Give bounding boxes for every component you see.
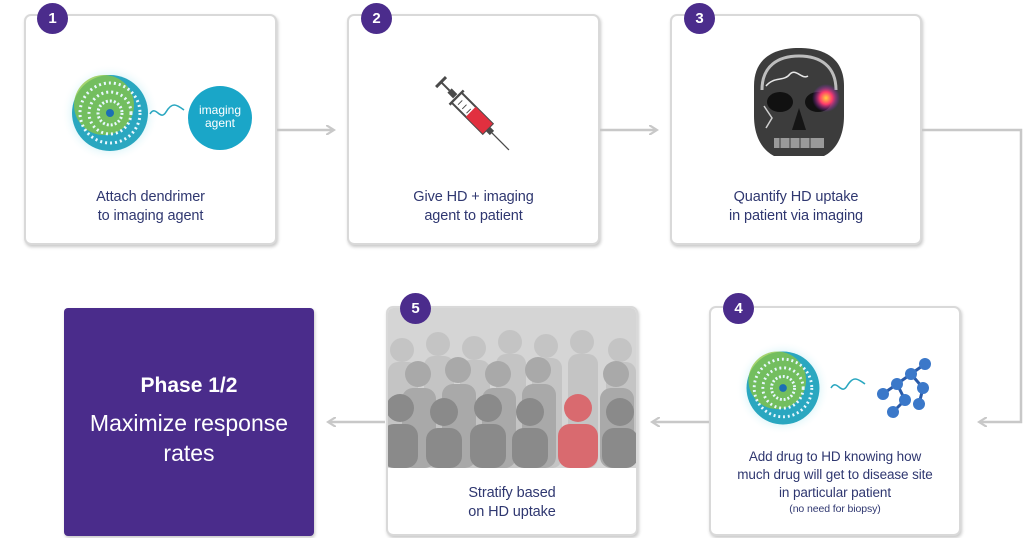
phase-subtitle-line: Maximize response <box>89 410 289 436</box>
phase-subtitle: Maximize response rates <box>64 408 314 468</box>
caption-line: much drug will get to disease site <box>737 467 933 482</box>
step-3-badge: 3 <box>684 3 715 34</box>
dendrimer-icon <box>61 64 159 162</box>
phase-subtitle-line: rates <box>163 440 215 466</box>
linker-squiggle <box>149 104 185 116</box>
imaging-agent-label-line: imaging <box>198 103 242 117</box>
step-5-badge: 5 <box>400 293 431 324</box>
caption-line: Attach dendrimer <box>96 189 205 205</box>
step-1-caption: Attach dendrimer to imaging agent <box>26 188 275 226</box>
step-2-card: Give HD + imaging agent to patient <box>347 14 600 245</box>
step-3-card: Quantify HD uptake in patient via imagin… <box>670 14 922 245</box>
step-1-badge: 1 <box>37 3 68 34</box>
phase-box: Phase 1/2 Maximize response rates <box>64 308 314 536</box>
step-4-card: Add drug to HD knowing how much drug wil… <box>709 306 961 536</box>
phase-title: Phase 1/2 <box>140 374 238 397</box>
crowd-image <box>388 308 636 468</box>
step-4-caption: Add drug to HD knowing how much drug wil… <box>711 448 959 516</box>
step-1-card: imaging agent Attach dendrimer to imagin… <box>24 14 277 245</box>
dendrimer-icon <box>735 340 831 436</box>
caption-line: Give HD + imaging <box>413 189 534 205</box>
caption-line: Add drug to HD knowing how <box>748 449 922 464</box>
step-2-caption: Give HD + imaging agent to patient <box>349 188 598 226</box>
caption-line: in patient via imaging <box>728 208 864 224</box>
caption-line: agent to patient <box>424 208 523 224</box>
step-5-card: Stratify based on HD uptake <box>386 306 638 536</box>
caption-note: (no need for biopsy) <box>789 503 881 515</box>
caption-line: to imaging agent <box>97 208 204 224</box>
imaging-agent-label-line: agent <box>204 116 236 130</box>
linker-squiggle <box>830 378 866 390</box>
step-5-caption: Stratify based on HD uptake <box>388 484 636 522</box>
caption-line: Stratify based <box>468 485 556 501</box>
caption-line: Quantify HD uptake <box>733 189 859 205</box>
arrow-3-to-4 <box>922 128 1023 422</box>
caption-line: in particular patient <box>779 485 891 500</box>
imaging-agent-circle: imaging agent <box>188 86 252 150</box>
step-2-badge: 2 <box>361 3 392 34</box>
caption-line: on HD uptake <box>468 504 556 520</box>
step-4-badge: 4 <box>723 293 754 324</box>
drug-molecule-icon <box>877 358 931 418</box>
syringe-icon <box>435 76 510 151</box>
step-3-caption: Quantify HD uptake in patient via imagin… <box>672 188 920 226</box>
skull-scan-image <box>744 46 854 166</box>
